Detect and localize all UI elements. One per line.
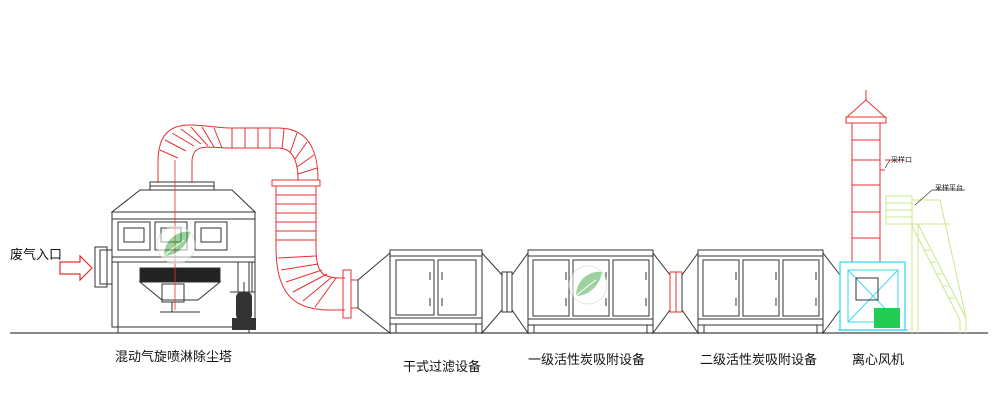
- inlet-arrow: [59, 254, 93, 282]
- spray-tower: [94, 181, 257, 333]
- sampling-platform-label: 采样平台: [935, 184, 963, 192]
- exhaust-stack: [845, 90, 900, 262]
- sampling-platform: [885, 195, 967, 333]
- circulation-pump: [232, 282, 256, 330]
- leaf-logo-watermark-2: [568, 265, 608, 305]
- dry-filter-unit: [357, 249, 513, 335]
- carbon-1-label: 一级活性炭吸附设备: [528, 353, 646, 368]
- sampling-port-label: 采样口: [891, 156, 912, 164]
- leaf-logo-watermark: [156, 225, 196, 265]
- red-connector-2: [669, 271, 683, 313]
- centrifugal-fan: [838, 261, 908, 331]
- red-duct: [157, 124, 358, 319]
- carbon-2-label: 二级活性炭吸附设备: [700, 353, 818, 368]
- carbon-adsorber-2: [681, 249, 841, 335]
- fan-label: 离心风机: [852, 353, 905, 368]
- dry-filter-label: 干式过滤设备: [403, 360, 482, 375]
- inlet-label: 废气入口: [10, 248, 63, 263]
- callout-leaders: [884, 159, 965, 206]
- spray-tower-label: 混动气旋喷淋除尘塔: [115, 350, 233, 365]
